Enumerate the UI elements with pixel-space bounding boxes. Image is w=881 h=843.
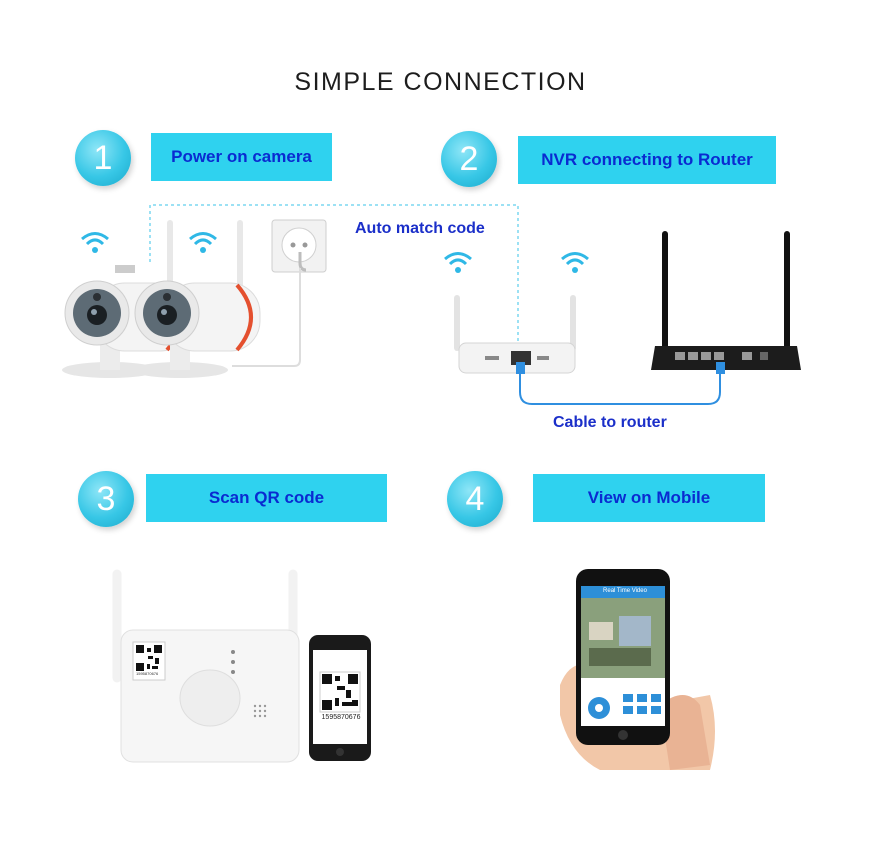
cable-to-router-label: Cable to router bbox=[553, 414, 667, 431]
step-2-number: 2 bbox=[441, 131, 497, 187]
phone-qr-serial: 1595870676 bbox=[321, 714, 361, 721]
step-3-label: Scan QR code bbox=[146, 474, 387, 522]
security-camera-icon bbox=[132, 220, 261, 378]
wifi-icon bbox=[189, 232, 217, 253]
smartphone-icon bbox=[309, 635, 371, 761]
nvr-icon bbox=[112, 569, 300, 763]
qr-code-icon bbox=[136, 645, 162, 671]
smartphone-icon bbox=[576, 569, 670, 745]
power-outlet-icon bbox=[271, 219, 327, 273]
nvr-icon bbox=[454, 295, 576, 374]
step-1-label: Power on camera bbox=[151, 133, 332, 181]
step-4-number: 4 bbox=[447, 471, 503, 527]
step-1-number: 1 bbox=[75, 130, 131, 186]
auto-match-label: Auto match code bbox=[355, 220, 485, 237]
wifi-icon bbox=[444, 252, 472, 273]
mobile-app-header: Real Time Video bbox=[603, 588, 647, 594]
wifi-icon bbox=[561, 252, 589, 273]
step-2-label: NVR connecting to Router bbox=[518, 136, 776, 184]
nvr-qr-serial: 1595870676 bbox=[136, 671, 159, 676]
page-title: SIMPLE CONNECTION bbox=[294, 68, 587, 96]
wifi-icon bbox=[81, 232, 109, 253]
step-3-number: 3 bbox=[78, 471, 134, 527]
step-4-label: View on Mobile bbox=[533, 474, 765, 522]
qr-code-icon bbox=[319, 671, 361, 713]
router-icon bbox=[651, 231, 801, 370]
